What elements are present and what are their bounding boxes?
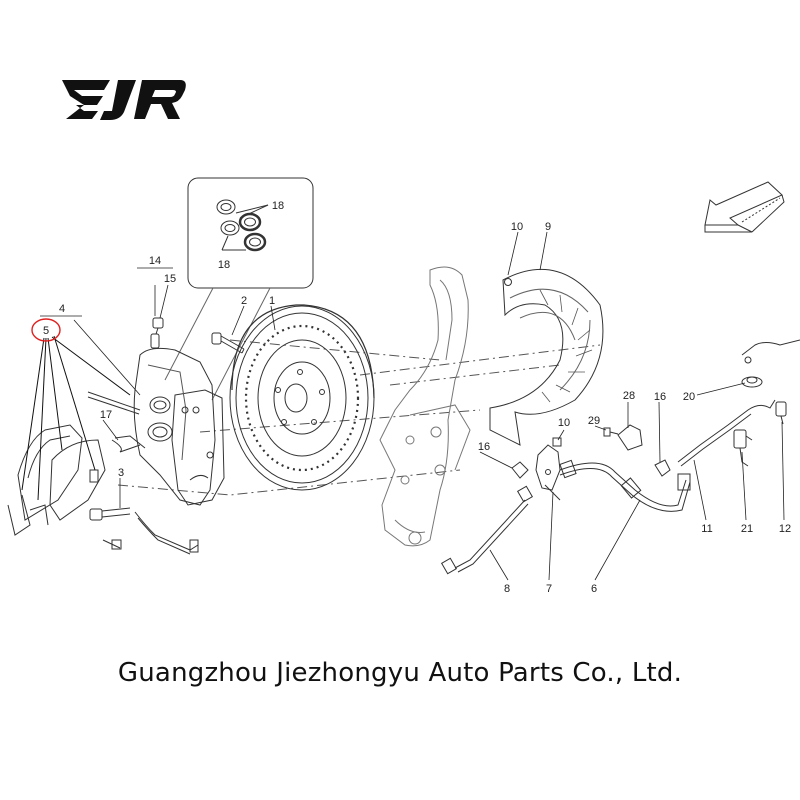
part-5-leaders — [21, 335, 131, 501]
brake-line-icon — [102, 511, 199, 555]
brake-disc-icon — [229, 304, 375, 491]
callout-21: 21 — [741, 523, 753, 535]
callout-16a: 16 — [478, 441, 490, 453]
callout-14: 14 — [149, 255, 161, 267]
bleeder-screw-icon — [150, 317, 164, 349]
seal-ring-icon — [216, 199, 236, 215]
seal-ring-icon — [238, 212, 262, 232]
callout-1: 1 — [269, 295, 275, 307]
direction-arrow-icon — [704, 181, 785, 233]
screw-icon — [603, 427, 619, 437]
sensor-cable-icon — [677, 339, 800, 467]
bolt-icon — [89, 507, 131, 521]
assembly-lines — [117, 339, 601, 496]
callout-17: 17 — [100, 409, 112, 421]
brake-line-icon — [440, 485, 534, 575]
callout-18a: 18 — [272, 200, 284, 212]
ejr-logo — [62, 80, 186, 120]
callout-18b: 18 — [218, 259, 230, 271]
callout-7: 7 — [546, 583, 552, 595]
bolt-icon — [552, 437, 562, 447]
callout-16b: 16 — [654, 391, 666, 403]
connector-icon — [775, 401, 787, 425]
clip-icon — [511, 459, 671, 479]
callout-6: 6 — [591, 583, 597, 595]
seal-ring-icon — [220, 220, 240, 236]
spring-clip-icon — [111, 435, 146, 453]
grommet-icon — [741, 376, 763, 388]
bracket-icon — [535, 444, 561, 501]
brake-pad-icon — [7, 424, 106, 536]
seal-ring-icon — [243, 232, 267, 252]
seal-ring-inset — [164, 177, 314, 401]
callout-8: 8 — [504, 583, 510, 595]
callout-15: 15 — [164, 273, 176, 285]
brake-hose-icon — [559, 459, 691, 512]
callout-12: 12 — [779, 523, 791, 535]
steering-knuckle-icon — [379, 266, 471, 547]
callout-28: 28 — [623, 390, 635, 402]
callout-11: 11 — [701, 523, 712, 535]
callout-29: 29 — [588, 415, 600, 427]
wear-sensor-icon — [733, 429, 753, 467]
bolt-icon — [87, 391, 141, 415]
callout-4: 4 — [59, 303, 65, 315]
callout-labels: 1 2 3 4 5 6 7 8 9 10 10 11 12 14 15 16 1… — [43, 200, 791, 595]
company-name: Guangzhou Jiezhongyu Auto Parts Co., Ltd… — [117, 658, 683, 688]
bracket-icon — [617, 424, 643, 451]
callout-9: 9 — [545, 221, 551, 233]
callout-5: 5 — [43, 325, 49, 337]
callout-3: 3 — [118, 467, 124, 479]
callout-2: 2 — [241, 295, 247, 307]
dust-shield-icon — [489, 268, 604, 446]
leader-lines — [40, 231, 785, 581]
brake-caliper-icon — [133, 347, 225, 506]
callout-10b: 10 — [558, 417, 570, 429]
callout-10a: 10 — [511, 221, 523, 233]
callout-20: 20 — [683, 391, 695, 403]
bolt-icon — [211, 332, 245, 354]
part-5-highlight — [31, 318, 61, 342]
